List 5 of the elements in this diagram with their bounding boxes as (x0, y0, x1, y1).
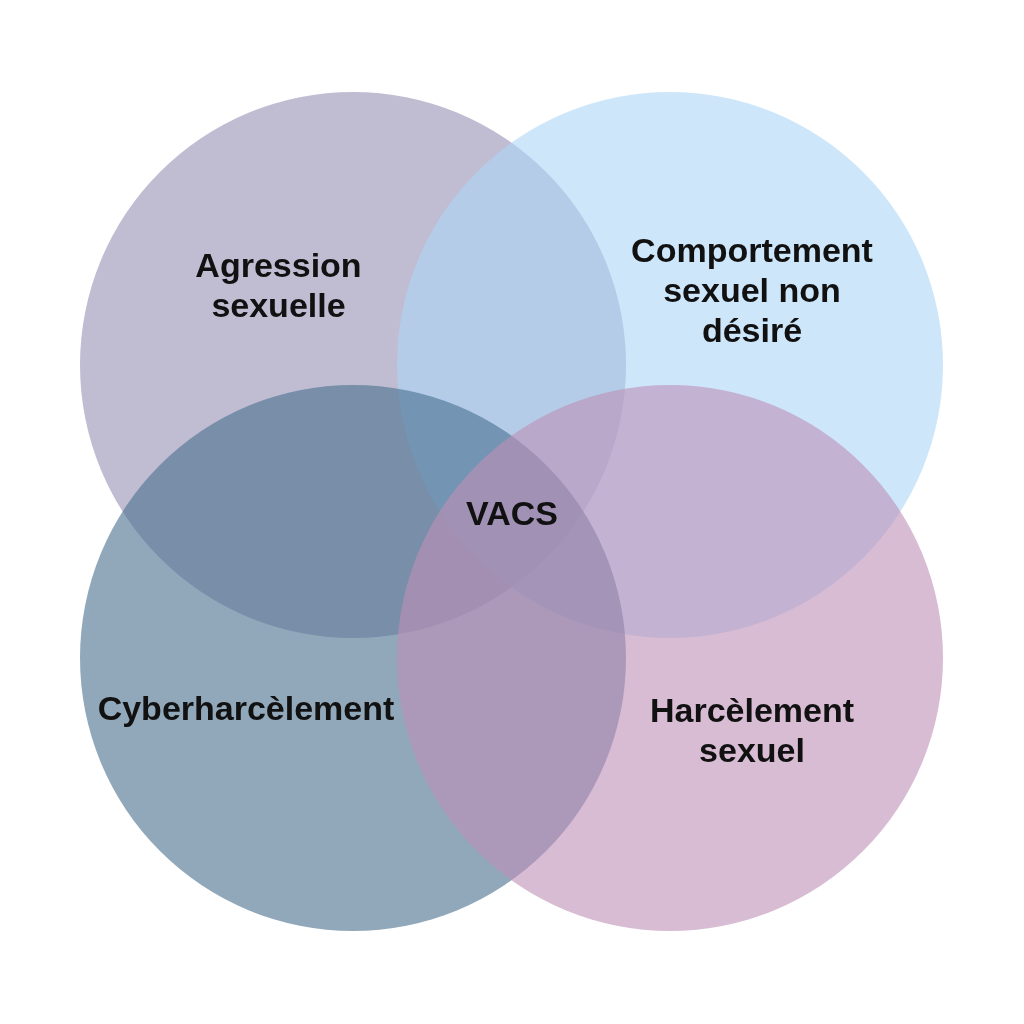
circle-label: Agression sexuelle (194, 245, 363, 325)
intersection-label: VACS (466, 493, 558, 533)
circle-label: Harcèlement sexuel (648, 690, 856, 770)
circle-label: Cyberharcèlement (96, 688, 396, 728)
circle-label: Comportement sexuel non désiré (630, 230, 874, 350)
